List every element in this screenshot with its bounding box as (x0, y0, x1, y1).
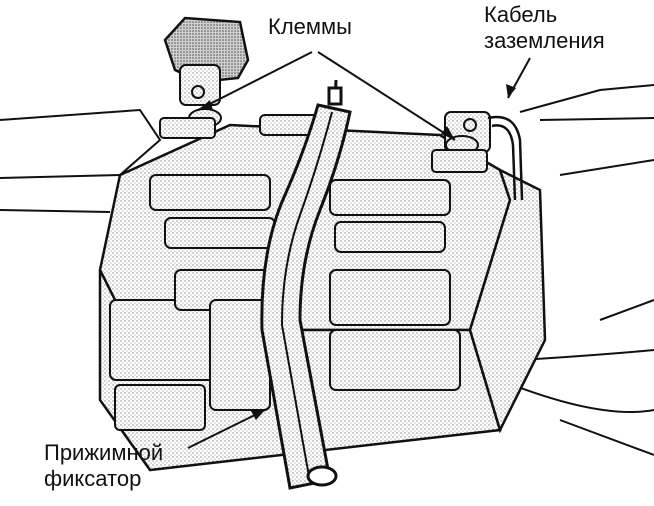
ground-cable-label-line1: Кабель (484, 2, 558, 27)
engine-bay-outline (0, 84, 654, 456)
leader-clamp (187, 409, 266, 449)
clamp-label: Прижимной фиксатор (44, 440, 163, 492)
ground-cable-label-line2: заземления (484, 28, 605, 53)
clamp-bar (260, 79, 352, 490)
clamp-label-line1: Прижимной (44, 440, 164, 465)
front-blocks (109, 269, 461, 431)
clamp-label-line2: фиксатор (44, 466, 142, 491)
leader-terminals-left (197, 51, 313, 111)
leader-arrowheads (198, 84, 516, 420)
leader-terminals-right (317, 51, 456, 141)
ground-cable (487, 115, 524, 201)
terminal-left (159, 64, 222, 139)
terminals-label: Клеммы (268, 14, 352, 39)
ground-cable-label: Кабель заземления (484, 2, 605, 54)
